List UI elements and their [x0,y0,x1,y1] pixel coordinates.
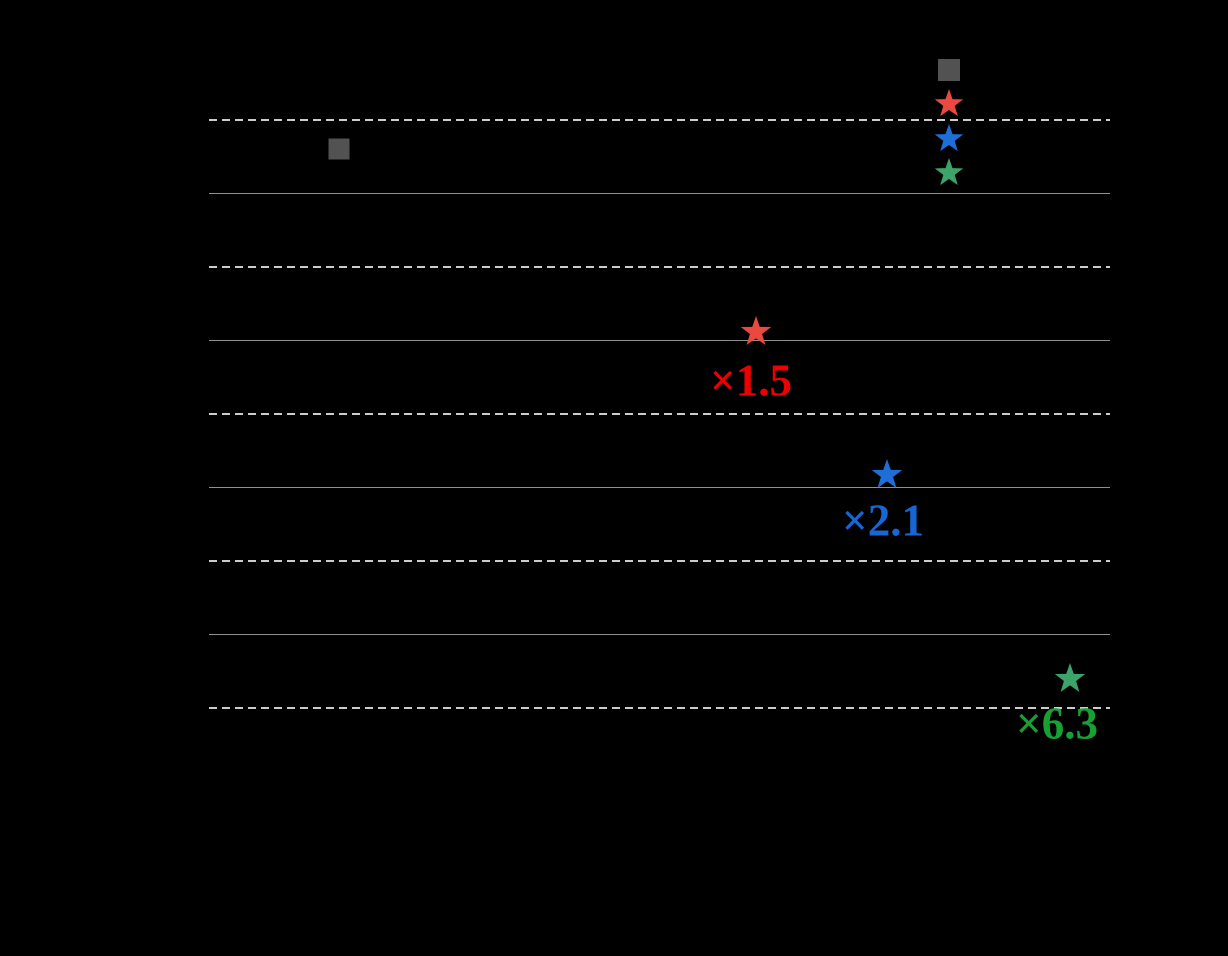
green-method-speedup-label: ×6.3 [1016,698,1098,749]
legend-red-method-star-icon [932,87,966,121]
green-method-star-marker [1052,661,1088,697]
blue-method-speedup-label: ×2.1 [842,495,924,546]
legend-baseline-square-icon [938,59,960,81]
legend-blue-method-star-icon [932,122,966,156]
blue-method-star-marker [869,457,905,493]
baseline-square-marker [328,138,350,160]
red-method-speedup-label: ×1.5 [710,355,792,406]
red-method-star-marker [738,314,774,350]
legend-green-method-star-icon [932,156,966,190]
